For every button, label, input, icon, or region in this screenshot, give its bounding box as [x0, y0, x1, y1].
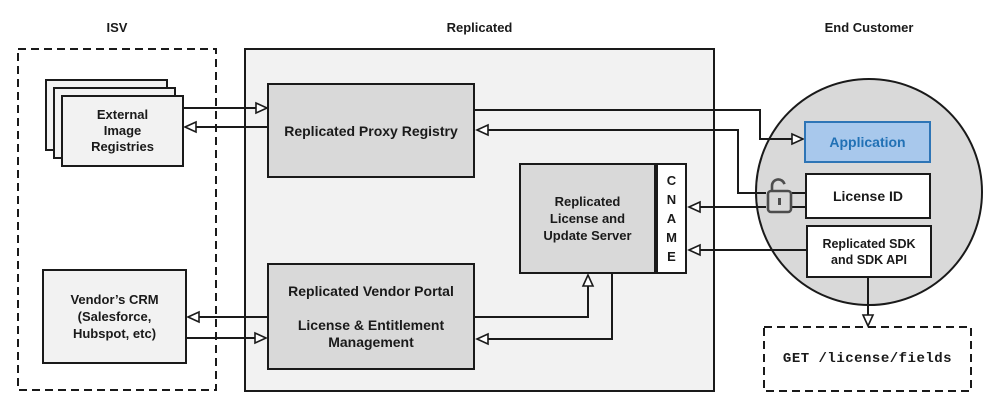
replicated-license-update-server-box: Replicated License and Update Server [519, 163, 656, 274]
license-id-box: License ID [805, 173, 931, 219]
section-label-replicated: Replicated [446, 20, 513, 35]
arrow-proxy-to-application [475, 109, 792, 140]
external-image-registries-box: External Image Registries [61, 95, 184, 167]
arrowhead [687, 243, 701, 257]
arrowhead [255, 101, 269, 115]
arrow-license-to-proxy [488, 129, 766, 194]
arrowhead [581, 273, 595, 287]
arrow-server-to-portal [488, 274, 613, 340]
vendor-crm-box: Vendor’s CRM (Salesforce, Hubspot, etc) [42, 269, 187, 364]
section-label-end-customer: End Customer [824, 20, 914, 35]
arrowhead [475, 123, 489, 137]
arrowhead [475, 332, 489, 346]
arrowhead [183, 120, 197, 134]
arrowhead [687, 200, 701, 214]
lock-connector-stubs [792, 192, 805, 208]
application-box: Application [804, 121, 931, 163]
arrowhead [254, 331, 268, 345]
replicated-proxy-registry-box: Replicated Proxy Registry [267, 83, 475, 178]
replicated-vendor-portal-box: Replicated Vendor Portal License & Entit… [267, 263, 475, 370]
get-license-fields-label: GET /license/fields [782, 351, 953, 367]
open-padlock-icon [766, 178, 793, 214]
isv-dashed-box [17, 48, 217, 391]
get-request-dashed-box [763, 326, 972, 392]
arrow-portal-to-server [475, 286, 589, 318]
section-label-isv: ISV [106, 20, 128, 35]
replicated-sdk-box: Replicated SDK and SDK API [806, 225, 932, 278]
arrowhead [186, 310, 200, 324]
cname-strip: C N A M E [656, 163, 687, 274]
arrowhead [791, 132, 805, 146]
arrowhead [861, 314, 875, 328]
